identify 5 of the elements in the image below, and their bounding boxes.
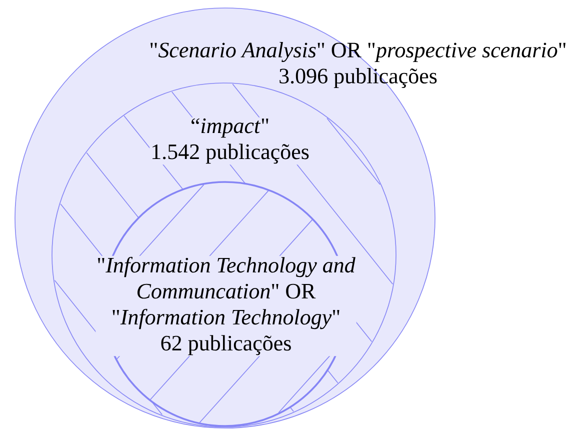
set-label: “impact" 1.542 publicações	[150, 117, 310, 165]
set-label: "Information Technology and Communcation" OR "Information Technology" 62 publicações	[96, 256, 356, 356]
node-label: "Scenario Analysis" OR "prospective scenario"	[150, 42, 566, 62]
set-label: "Scenario Analysis" OR "prospective scenario" 3.096 publicações	[150, 42, 566, 88]
node-label: 3.096 publicações	[280, 68, 437, 88]
